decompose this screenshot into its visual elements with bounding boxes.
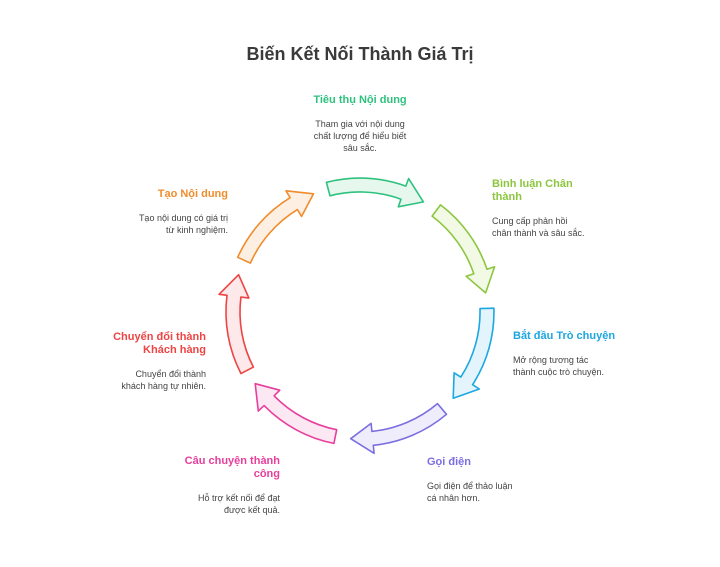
step-desc-line: Cung cấp phản hồi — [492, 216, 568, 226]
step-title-line: Tiêu thụ Nội dung — [313, 94, 407, 106]
step-title: Chuyển đổi thành Khách hàng — [80, 331, 206, 357]
step-title-line: Câu chuyện thành — [184, 455, 280, 467]
cycle-arrow-create — [236, 190, 315, 264]
step-desc-line: Tham gia với nội dung — [315, 119, 405, 129]
step-description: Mở rộng tương tác thành cuộc trò chuyện. — [513, 354, 633, 378]
step-desc-line: từ kinh nghiệm. — [165, 225, 228, 235]
step-description: Chuyển đổi thành khách hàng tự nhiên. — [80, 368, 206, 392]
step-start-conversation: Bắt đầu Trò chuyện Mở rộng tương tác thà… — [513, 330, 633, 378]
step-desc-line: Tạo nội dung có giá trị — [138, 213, 228, 223]
step-phone-call: Gọi điện Gọi điện để thảo luận cá nhân h… — [427, 456, 547, 504]
step-title: Bình luận Chân thành — [492, 178, 612, 204]
cycle-arrow-call — [349, 402, 448, 455]
step-title: Gọi điện — [427, 456, 547, 469]
cycle-arrow-story — [254, 382, 338, 445]
step-sincere-comment: Bình luận Chân thành Cung cấp phản hồi c… — [492, 178, 612, 239]
step-description: Hỗ trợ kết nối để đạt được kết quả. — [150, 492, 280, 516]
step-title-line: Bắt đầu Trò chuyện — [513, 330, 616, 342]
step-desc-line: Hỗ trợ kết nối để đạt — [198, 493, 280, 503]
step-desc-line: thành cuộc trò chuyện. — [513, 367, 605, 377]
step-title: Tạo Nội dung — [110, 188, 228, 201]
step-desc-line: Chuyển đổi thành — [135, 369, 206, 379]
step-title-line: thành — [492, 191, 522, 203]
step-title-line: Gọi điện — [427, 456, 471, 468]
step-desc-line: Gọi điện để thảo luận — [427, 481, 513, 491]
step-title: Câu chuyện thành công — [150, 455, 280, 481]
step-desc-line: chân thành và sâu sắc. — [492, 228, 585, 238]
diagram-title: Biến Kết Nối Thành Giá Trị — [246, 44, 474, 64]
step-description: Cung cấp phản hồi chân thành và sâu sắc. — [492, 215, 612, 239]
step-desc-line: sâu sắc. — [343, 143, 377, 153]
step-desc-line: khách hàng tự nhiên. — [121, 381, 206, 391]
step-create-content: Tạo Nội dung Tạo nội dung có giá trị từ … — [110, 188, 228, 236]
step-title-line: Bình luận Chân — [492, 178, 573, 190]
step-title-line: công — [253, 468, 280, 480]
step-title: Bắt đầu Trò chuyện — [513, 330, 633, 343]
step-success-story: Câu chuyện thành công Hỗ trợ kết nối để … — [150, 455, 280, 516]
cycle-arrow-comment — [431, 204, 496, 294]
step-desc-line: được kết quả. — [224, 505, 280, 515]
cycle-arrow-convert — [218, 273, 255, 375]
cycle-arrow-conversation — [452, 307, 495, 400]
step-title-line: Chuyển đổi thành — [113, 331, 206, 343]
step-desc-line: chất lượng để hiểu biết — [313, 131, 407, 141]
step-description: Tham gia với nội dung chất lượng để hiểu… — [295, 118, 425, 154]
step-title-line: Tạo Nội dung — [157, 188, 228, 200]
step-title: Tiêu thụ Nội dung — [295, 94, 425, 107]
step-desc-line: cá nhân hơn. — [427, 493, 480, 503]
step-description: Gọi điện để thảo luận cá nhân hơn. — [427, 480, 547, 504]
step-convert-customer: Chuyển đổi thành Khách hàng Chuyển đổi t… — [80, 331, 206, 392]
cycle-arrow-consume — [325, 177, 425, 208]
step-title-line: Khách hàng — [143, 344, 206, 356]
step-description: Tạo nội dung có giá trị từ kinh nghiệm. — [110, 212, 228, 236]
step-desc-line: Mở rộng tương tác — [513, 355, 589, 365]
step-consume-content: Tiêu thụ Nội dung Tham gia với nội dung … — [295, 94, 425, 154]
